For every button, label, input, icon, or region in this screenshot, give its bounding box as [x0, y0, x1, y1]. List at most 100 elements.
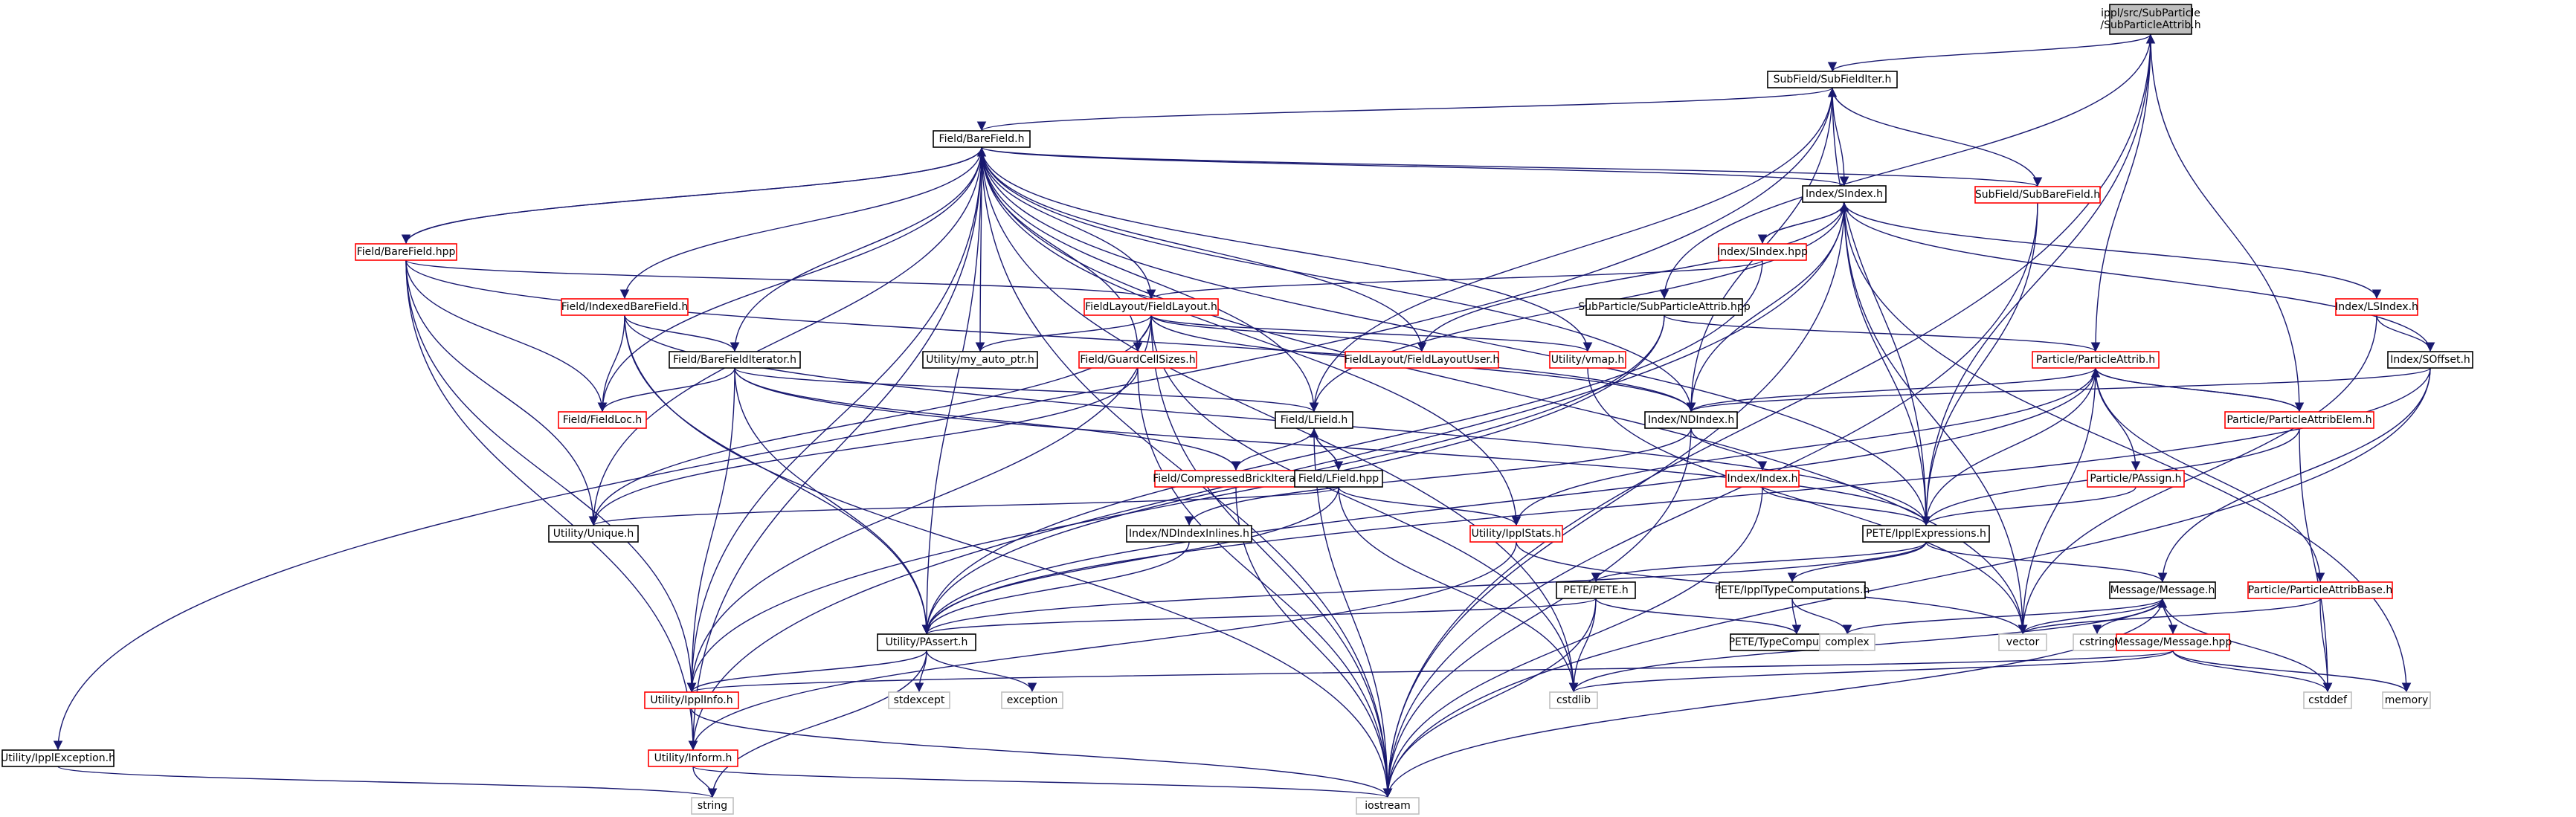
- edge-lfieldhpp-to-lfield: [1309, 427, 1339, 471]
- node-label-cstring: cstring: [2079, 636, 2115, 648]
- node-label-ippltypecomp: PETE/IpplTypeComputations.h: [1715, 584, 1870, 596]
- edge-compressedbrick-to-iostream: [1235, 486, 1393, 798]
- node-fieldlayoutuser[interactable]: FieldLayout/FieldLayoutUser.h: [1345, 351, 1499, 369]
- node-ipplinfo[interactable]: Utility/IpplInfo.h: [644, 691, 739, 709]
- node-particleattribelem[interactable]: Particle/ParticleAttribElem.h: [2224, 411, 2374, 429]
- node-label-subbarefield: SubField/SubBareField.h: [1975, 189, 2100, 201]
- node-box-messagehpp: [2116, 633, 2230, 651]
- node-passign[interactable]: Particle/PAssign.h: [2087, 470, 2185, 488]
- node-ndindex[interactable]: Index/NDIndex.h: [1644, 411, 1738, 429]
- edge-ndindexinlines-to-passert: [921, 541, 1190, 635]
- node-myautoptr[interactable]: Utility/my_auto_ptr.h: [922, 351, 1038, 369]
- node-label-lfield: Field/LField.h: [1281, 414, 1347, 426]
- edge-guardcellsizes-to-unique: [588, 367, 1139, 526]
- node-label-fieldlayout: FieldLayout/FieldLayout.h: [1085, 301, 1217, 313]
- edge-barefield-to-vmap: [981, 146, 1593, 352]
- edge-sindex-to-lsindex: [1844, 201, 2382, 300]
- node-petepete[interactable]: PETE/PETE.h: [1556, 581, 1636, 599]
- edge-barefielditerator-to-ipplexpressions: [734, 367, 1931, 526]
- node-guardcellsizes[interactable]: Field/GuardCellSizes.h: [1078, 351, 1197, 369]
- node-memory: memory: [2382, 691, 2431, 709]
- edge-indexedbarefield-to-fieldloc: [597, 314, 625, 413]
- edge-barefield-to-fieldlayoutuser: [981, 146, 1427, 352]
- edge-barefield-to-lfield: [981, 146, 1319, 413]
- node-vmap[interactable]: Utility/vmap.h: [1549, 351, 1626, 369]
- node-indexh[interactable]: Index/Index.h: [1725, 470, 1800, 488]
- node-stdexcept: stdexcept: [888, 691, 950, 709]
- edge-sindex-to-soffset: [1844, 201, 2435, 352]
- node-messagehpp[interactable]: Message/Message.hpp: [2114, 633, 2232, 651]
- node-label-fieldloc: Field/FieldLoc.h: [563, 414, 642, 426]
- node-particleattrib[interactable]: Particle/ParticleAttrib.h: [2032, 351, 2160, 369]
- node-ippltypecomp[interactable]: PETE/IpplTypeComputations.h: [1715, 581, 1870, 599]
- edge-barefielditerator-to-fieldloc: [597, 367, 735, 413]
- edge-barefield-to-indexedbarefield: [619, 146, 982, 300]
- node-fieldlayout[interactable]: FieldLayout/FieldLayout.h: [1083, 298, 1219, 316]
- node-box-barefield: [933, 130, 1031, 148]
- edge-petepete-to-cstdlib: [1568, 598, 1597, 693]
- edge-soffset-to-message: [2157, 367, 2431, 583]
- node-passert[interactable]: Utility/PAssert.h: [877, 633, 976, 651]
- edge-message-to-cstddef: [2162, 598, 2333, 693]
- edge-lsindex-to-soffset: [2376, 314, 2435, 352]
- edge-subfielditer-to-ipplexception: [53, 87, 1833, 751]
- node-label-particleattribbase: Particle/ParticleAttribBase.h: [2248, 584, 2392, 596]
- edge-petepete-to-iostream: [1382, 598, 1597, 798]
- node-cstddef: cstddef: [2303, 691, 2352, 709]
- edge-subbarefield-to-iostream: [1382, 202, 2038, 798]
- node-sindexhpp[interactable]: Index/SIndex.hpp: [1717, 243, 1808, 261]
- edge-ndindex-to-indexh: [1690, 427, 1768, 471]
- node-label-guardcellsizes: Field/GuardCellSizes.h: [1080, 354, 1195, 366]
- edge-particleattrib-to-ipplstats: [1511, 367, 2096, 526]
- edge-ipplexpressions-to-ippltypecomp: [1787, 541, 1927, 583]
- node-inform[interactable]: Utility/Inform.h: [648, 749, 738, 767]
- node-box-particleattribbase: [2247, 581, 2393, 599]
- node-subparticleattribhpp[interactable]: SubParticle/SubParticleAttrib.hpp: [1578, 298, 1751, 316]
- edge-ndindex-to-ndindexinlines: [1184, 427, 1692, 526]
- edge-particleattribbase-to-vector: [2018, 598, 2321, 635]
- node-box-soffset: [2387, 351, 2473, 369]
- edge-particleattrib-to-particleattribbase: [2095, 367, 2325, 583]
- edge-petepete-to-typecomp: [1595, 598, 1802, 635]
- node-ndindexinlines[interactable]: Index/NDIndexInlines.h: [1126, 525, 1252, 543]
- edge-barefielditerator-to-ipplinfo: [686, 367, 735, 693]
- node-barefield[interactable]: Field/BareField.h: [933, 130, 1031, 148]
- edge-ipplexpressions-to-petepete: [1591, 541, 1927, 583]
- node-sindex[interactable]: Index/SIndex.h: [1802, 185, 1887, 203]
- node-label-myautoptr: Utility/my_auto_ptr.h: [926, 354, 1034, 366]
- node-message[interactable]: Message/Message.h: [2109, 581, 2216, 599]
- node-ipplexpressions[interactable]: PETE/IpplExpressions.h: [1862, 525, 1990, 543]
- edge-indexedbarefield-to-iostream: [624, 314, 1393, 798]
- node-barefieldhpp[interactable]: Field/BareField.hpp: [355, 243, 457, 261]
- node-subfielditer[interactable]: SubField/SubFieldIter.h: [1767, 71, 1898, 88]
- node-unique[interactable]: Utility/Unique.h: [548, 525, 639, 543]
- node-label-message: Message/Message.h: [2110, 584, 2215, 596]
- node-lfield[interactable]: Field/LField.h: [1275, 411, 1353, 429]
- node-particleattribbase[interactable]: Particle/ParticleAttribBase.h: [2247, 581, 2393, 599]
- edge-lfieldhpp-to-passert: [921, 486, 1339, 635]
- node-box-subparticleattribhpp: [1585, 298, 1743, 316]
- node-lsindex[interactable]: Index/LSIndex.h: [2335, 298, 2418, 316]
- node-lfieldhpp[interactable]: Field/LField.hpp: [1294, 470, 1383, 488]
- edges-layer: [53, 33, 2435, 798]
- node-fieldloc[interactable]: Field/FieldLoc.h: [558, 411, 647, 429]
- node-barefielditerator[interactable]: Field/BareFieldIterator.h: [669, 351, 801, 369]
- node-ipplexception[interactable]: Utility/IpplException.h: [1, 749, 115, 767]
- edge-barefield-to-guardcellsizes: [981, 146, 1143, 352]
- node-subbarefield[interactable]: SubField/SubBareField.h: [1974, 186, 2101, 204]
- edge-sindex-to-ipplexpressions: [1844, 201, 1931, 526]
- edge-ipplexception-to-string: [57, 766, 717, 798]
- node-indexedbarefield[interactable]: Field/IndexedBareField.h: [561, 298, 689, 316]
- node-box-ipplinfo: [644, 691, 739, 709]
- node-label-complex: complex: [1825, 636, 1869, 648]
- edge-message-to-vector: [2018, 598, 2163, 635]
- edge-inform-to-iostream: [692, 766, 1392, 798]
- node-ipplstats[interactable]: Utility/IpplStats.h: [1469, 525, 1563, 543]
- node-box-ipplexpressions: [1862, 525, 1990, 543]
- node-box-lfieldhpp: [1294, 470, 1383, 488]
- edge-root-to-subparticleattribhpp: [1659, 33, 2151, 300]
- node-box-vector: [1998, 633, 2047, 651]
- node-root[interactable]: ippl/src/SubParticle/SubParticleAttrib.h: [2100, 4, 2201, 35]
- node-soffset[interactable]: Index/SOffset.h: [2387, 351, 2473, 369]
- node-box-fieldlayoutuser: [1345, 351, 1499, 369]
